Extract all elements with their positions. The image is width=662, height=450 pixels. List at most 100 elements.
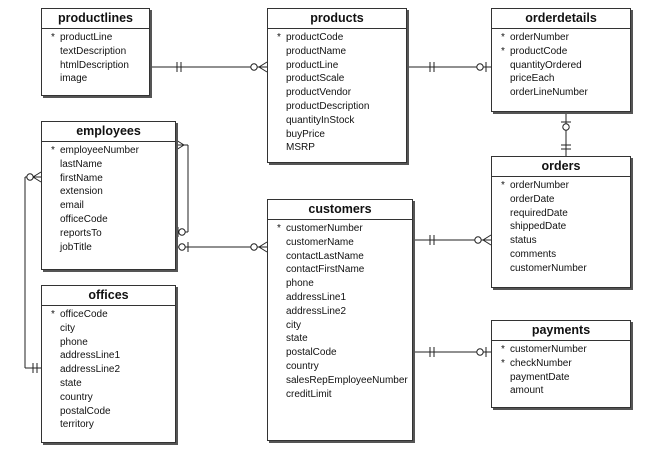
attribute-row: addressLine1 [51,349,175,363]
attribute-name: checkNumber [510,357,572,369]
optional-circle-marker [250,243,258,251]
attribute-name: MSRP [286,142,315,154]
attribute-name: shippedDate [510,221,567,233]
attribute-name: officeCode [60,309,108,320]
attribute-row: extension [51,185,175,199]
attribute-name: phone [60,336,88,348]
attribute-name: addressLine2 [286,305,347,317]
attribute-name: priceEach [510,73,555,85]
crow-foot-marker [32,171,42,178]
attribute-row: salesRepEmployeeNumber [277,374,412,388]
attribute-name: orderNumber [510,32,569,43]
attribute-row: textDescription [51,45,149,59]
attribute-row: amount [501,384,630,398]
attribute-name: productVendor [286,87,352,99]
primary-key-marker: * [51,145,55,156]
primary-key-marker: * [501,45,505,57]
attribute-row: productDescription [277,100,406,114]
attribute-name: textDescription [60,45,127,57]
attribute-name: firstName [60,172,103,184]
attribute-row: orderLineNumber [501,86,630,100]
entity-title: products [268,9,406,29]
optional-circle-marker [26,173,34,181]
optional-circle-marker [178,228,186,236]
attribute-name: addressLine2 [60,364,121,376]
crow-foot-marker [258,241,268,248]
entity-title: orderdetails [492,9,630,29]
crow-foot-marker [175,139,185,146]
attribute-name: productCode [286,32,344,43]
attribute-name: territory [60,419,94,431]
attribute-name: customerNumber [286,223,363,234]
attribute-row: MSRP [277,141,406,155]
entity-title: productlines [42,9,149,29]
crow-foot-marker [482,239,492,246]
attribute-name: buyPrice [286,128,325,140]
attribute-name: contactFirstName [286,264,365,276]
attribute-row: productName [277,45,406,59]
attribute-name: phone [286,278,314,290]
attribute-row: *orderNumber [501,179,630,193]
optional-circle-marker [250,63,258,71]
crow-foot-marker [32,176,42,183]
attribute-name: requiredDate [510,207,568,219]
attribute-row: jobTitle [51,241,175,255]
entity-title: payments [492,321,630,341]
attribute-row: city [51,322,175,336]
attribute-row: quantityOrdered [501,59,630,73]
attribute-row: status [501,234,630,248]
attribute-row: state [277,332,412,346]
attribute-name: customerNumber [510,262,587,274]
entity-title: orders [492,157,630,177]
attribute-row: firstName [51,172,175,186]
attribute-name: htmlDescription [60,59,129,71]
attribute-row: reportsTo [51,227,175,241]
optional-circle-marker [476,348,484,356]
attribute-row: state [51,377,175,391]
attribute-row: productScale [277,72,406,86]
attribute-name: employeeNumber [60,145,139,156]
attribute-name: city [286,319,301,331]
attribute-name: creditLimit [286,388,332,400]
attribute-row: *productCode [501,45,630,59]
attribute-row: country [277,360,412,374]
attribute-name: state [60,377,82,389]
attribute-name: postalCode [286,347,337,359]
attribute-name: productDescription [286,100,370,112]
crow-foot-marker [258,61,268,68]
attribute-name: state [286,333,308,345]
primary-key-marker: * [51,309,55,320]
attribute-name: addressLine1 [60,350,121,362]
attribute-name: status [510,235,537,247]
attribute-name: amount [510,385,544,397]
attribute-name: customerNumber [510,344,587,355]
crow-foot-marker [482,234,492,241]
attribute-name: quantityOrdered [510,59,582,71]
attribute-row: addressLine2 [51,363,175,377]
primary-key-marker: * [501,32,505,43]
attribute-row: requiredDate [501,207,630,221]
attribute-row: productVendor [277,86,406,100]
attribute-row: phone [277,277,412,291]
attribute-name: comments [510,248,557,260]
attribute-name: extension [60,186,103,198]
attribute-name: country [60,391,93,403]
attribute-row: * employeeNumber [51,144,175,158]
attribute-row: quantityInStock [277,114,406,128]
attribute-name: city [60,322,75,334]
primary-key-marker: * [51,32,55,43]
attribute-row: *productLine [51,31,149,45]
attribute-row: paymentDate [501,371,630,385]
primary-key-marker: * [277,223,281,234]
attribute-row: officeCode [51,213,175,227]
attribute-row: htmlDescription [51,59,149,73]
optional-circle-marker [562,123,570,131]
